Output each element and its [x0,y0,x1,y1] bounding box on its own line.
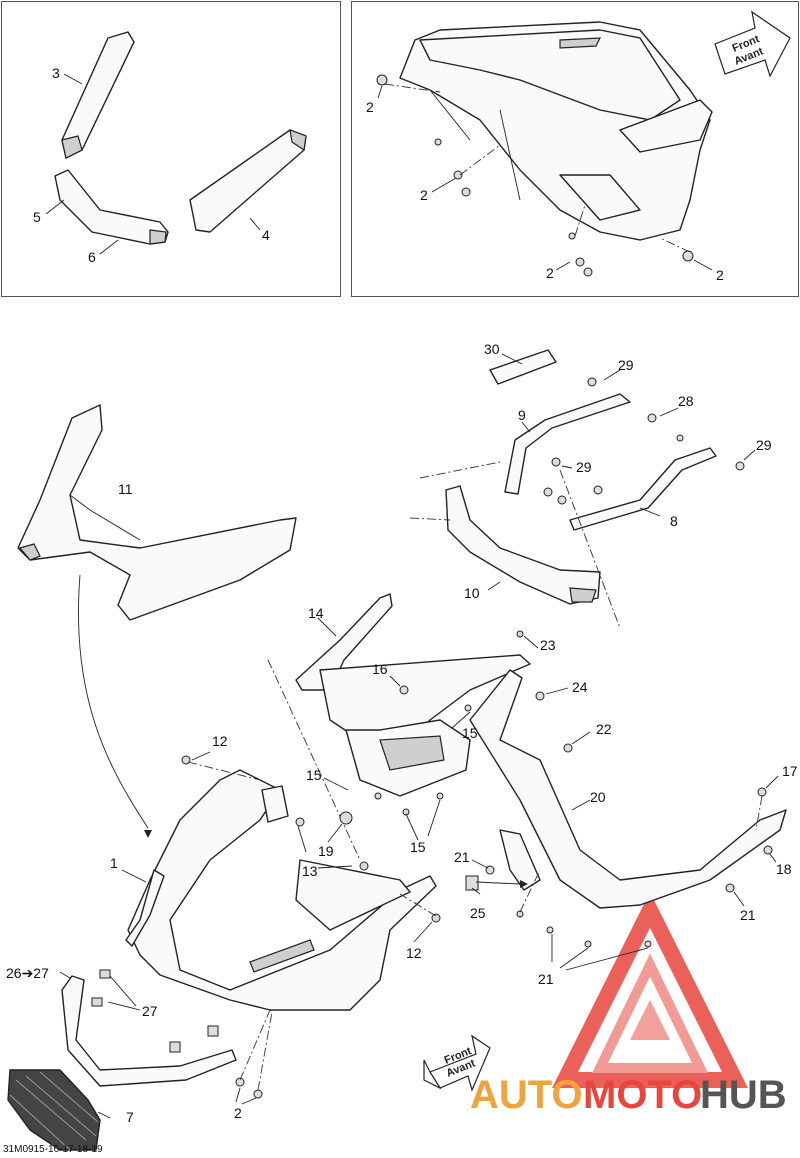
fasteners-top-right [376,74,694,277]
callout-2: 2 [366,99,374,115]
callout-15: 15 [306,767,322,783]
pad-part-5-6 [54,169,169,245]
upper-fascia-part-11 [17,404,297,621]
callout-11: 11 [118,481,133,497]
callout-24: 24 [572,679,588,695]
callout-15: 15 [462,725,478,741]
callout-17: 17 [782,763,798,779]
callout-4: 4 [262,227,270,243]
callout-20: 20 [590,789,606,805]
front-arrow-top: Front Avant [714,10,791,78]
callout-13: 13 [302,863,318,879]
callout-22: 22 [596,721,612,737]
callout-8: 8 [670,513,678,529]
fasteners-upper-right [543,377,745,505]
callout-15: 15 [410,839,426,855]
callout-1: 1 [110,855,118,871]
side-panel-part-20 [469,669,787,909]
drawing-reference-code: 31M0915-16-17-18-19 [3,1144,103,1155]
callout-12: 12 [406,945,422,961]
callout-3: 3 [52,65,60,81]
callout-21: 21 [454,849,470,865]
callout-14: 14 [308,605,324,621]
rod-part-9 [504,393,631,495]
callout-2: 2 [546,265,554,281]
callout-21: 21 [740,907,756,923]
pad-part-3 [61,31,135,159]
callout-18: 18 [776,861,792,877]
callout-2: 2 [420,187,428,203]
callout-28: 28 [678,393,694,409]
watermark-logo [552,892,748,1088]
callout-29: 29 [576,459,592,475]
watermark-text-part3: HUB [700,1073,787,1117]
callout-6: 6 [88,249,96,265]
callout-labels: 3 4 5 6 2 2 2 2 30 29 28 29 29 9 8 10 11… [6,65,798,1125]
callout-10: 10 [464,585,480,601]
callout-27: 27 [142,1003,158,1019]
callout-9: 9 [518,407,526,423]
callout-30: 30 [484,341,500,357]
fasteners-main [181,630,773,1099]
callout-19: 19 [318,843,334,859]
callout-21: 21 [538,971,554,987]
callout-25: 25 [470,905,486,921]
rod-part-8 [569,447,717,531]
callout-26-27: 26➔27 [6,965,49,981]
watermark-text: AUTO MOTO HUB [470,1073,787,1117]
callout-23: 23 [540,637,556,653]
bumper-bar-part-27 [61,975,237,1087]
callout-16: 16 [372,661,388,677]
hose-part-30 [489,349,557,385]
callout-7: 7 [126,1109,134,1125]
frame-part-14 [295,593,531,797]
bracket-part-10 [445,485,601,605]
callout-29: 29 [756,437,772,453]
lower-fascia-part-1 [125,769,437,1011]
bumper-caps [91,969,219,1053]
watermark-text-part2: MOTO [583,1073,702,1117]
grille-part-7 [7,1069,101,1151]
callout-5: 5 [33,209,41,225]
watermark-text-part1: AUTO [470,1073,583,1117]
callout-29: 29 [618,357,634,373]
pad-part-4 [189,129,307,233]
callout-2: 2 [234,1105,242,1121]
housing-assembly [399,21,713,241]
callout-12: 12 [212,733,228,749]
callout-2: 2 [716,267,724,283]
